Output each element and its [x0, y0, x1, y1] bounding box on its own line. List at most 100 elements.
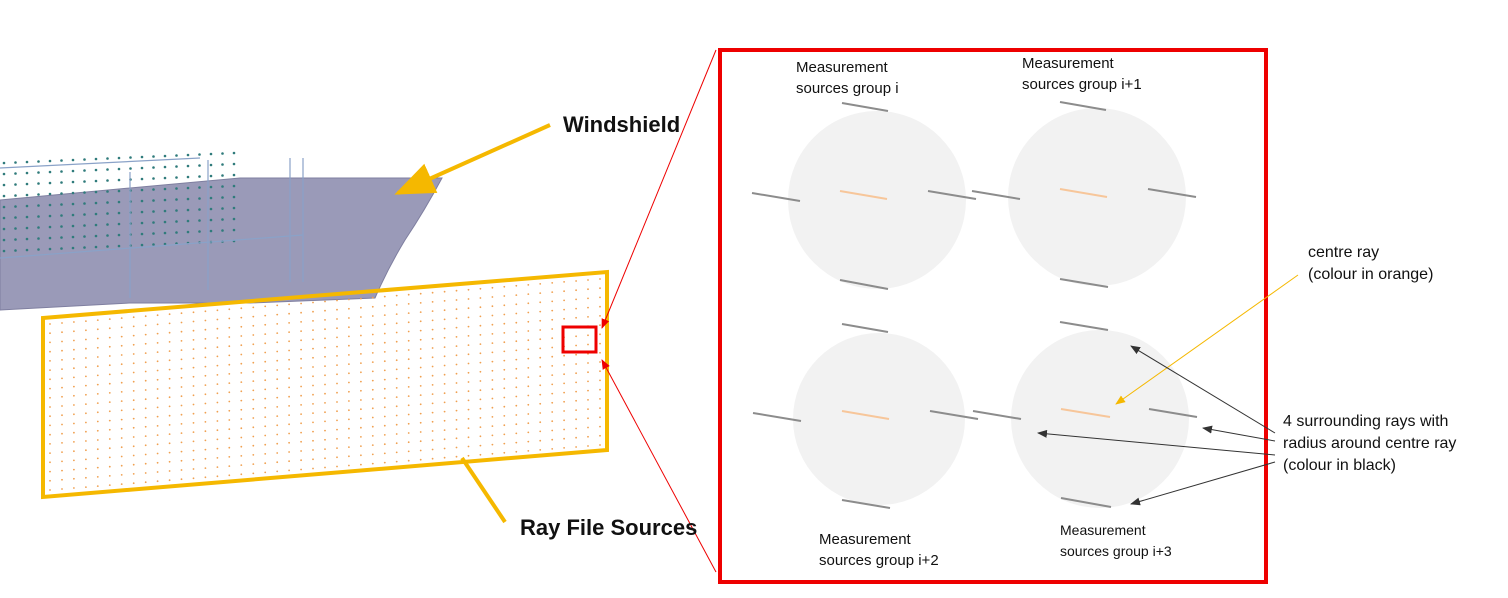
ray-source-dot: [479, 352, 482, 355]
ray-source-dot: [204, 338, 207, 340]
ray-source-dot: [252, 398, 255, 401]
ray-source-dot: [395, 423, 398, 426]
ray-source-dot: [455, 336, 458, 338]
ray-source-dot: [120, 354, 123, 356]
ray-source-dot: [539, 292, 542, 294]
ray-source-dot: [300, 450, 302, 452]
windshield-dot: [25, 215, 29, 219]
ray-source-dot: [599, 342, 601, 345]
ray-source-dot: [132, 482, 135, 485]
ray-source-dot: [300, 431, 302, 434]
ray-source-dot: [360, 371, 362, 374]
ray-source-dot: [599, 296, 601, 299]
ray-source-dot: [228, 419, 231, 421]
ray-source-dot: [264, 471, 267, 474]
ray-source-dot: [276, 304, 279, 307]
ray-source-dot: [216, 318, 219, 321]
ray-source-dot: [216, 309, 219, 312]
ray-source-dot: [252, 306, 255, 309]
windshield-dot: [71, 158, 75, 162]
ray-source-dot: [85, 403, 87, 405]
ray-source-dot: [491, 379, 494, 381]
ray-source-dot: [180, 367, 183, 370]
ray-source-dot: [383, 323, 386, 326]
centre-ray-label-line1: centre ray: [1308, 244, 1380, 261]
windshield-dot: [48, 159, 52, 163]
ray-source-dot: [563, 308, 565, 311]
ray-source-dot: [61, 478, 63, 481]
windshield-dot: [14, 216, 17, 219]
ray-source-dot: [252, 407, 255, 410]
ray-source-dot: [85, 320, 87, 322]
ray-source-dot: [587, 343, 589, 346]
ray-source-dot: [360, 306, 362, 309]
ray-source-dot: [264, 443, 267, 446]
ray-source-dot: [455, 419, 458, 421]
windshield-dot: [48, 192, 52, 196]
ray-source-dot: [300, 302, 302, 305]
ray-source-dot: [539, 421, 542, 424]
ray-source-dot: [216, 438, 219, 441]
ray-source-dot: [491, 443, 494, 446]
ray-source-dot: [144, 352, 147, 354]
group-i-label: Measurement sources group i: [796, 57, 899, 99]
ray-source-dot: [383, 397, 386, 399]
ray-source-dot: [443, 290, 446, 293]
surround-arrow-top: [1130, 345, 1276, 434]
ray-source-dot: [455, 345, 458, 347]
ray-source-dot: [587, 288, 589, 291]
ray-file-sources-label: Ray File Sources: [520, 515, 698, 540]
ray-source-dot: [539, 439, 542, 442]
ray-source-dot: [228, 391, 231, 394]
ray-source-dot: [216, 355, 219, 358]
ray-source-dot: [216, 401, 219, 404]
windshield-dot: [163, 187, 167, 191]
windshield-dot: [163, 242, 167, 246]
ray-source-dot: [264, 342, 267, 345]
ray-source-dot: [491, 406, 494, 409]
ray-source-dot: [527, 394, 530, 397]
ray-source-dot: [228, 373, 231, 375]
ray-source-dot: [348, 455, 350, 458]
ray-source-dot: [204, 476, 207, 479]
ray-source-dot: [527, 403, 530, 406]
ray-source-dot: [85, 467, 87, 470]
group-i1-label-line1: Measurement: [1022, 55, 1114, 72]
windshield-dot: [25, 193, 29, 197]
ray-source-dot: [348, 409, 350, 412]
ray-source-dot: [336, 327, 338, 330]
ray-source-dot: [120, 326, 123, 329]
ray-source-dot: [527, 284, 530, 286]
ray-source-dot: [288, 395, 290, 398]
ray-source-dot: [61, 331, 63, 334]
ray-source-dot: [336, 410, 338, 413]
ray-source-dot: [180, 432, 183, 434]
group-i3-label: Measurement sources group i+3: [1060, 520, 1172, 562]
ray-source-dot: [443, 456, 446, 459]
ray-source-dot: [491, 369, 494, 372]
windshield-dot: [129, 167, 132, 170]
ray-source-dot: [312, 301, 314, 304]
ray-source-dot: [587, 306, 589, 309]
ray-source-dot: [300, 459, 302, 462]
ray-source-dot: [61, 414, 63, 417]
ray-source-dot: [383, 304, 386, 307]
ray-source-dot: [300, 348, 302, 351]
windshield-dot: [186, 175, 190, 179]
ray-source-dot: [575, 307, 577, 310]
ray-source-dot: [168, 377, 171, 380]
ray-source-dot: [539, 356, 542, 359]
windshield-dot: [117, 233, 121, 237]
ray-source-dot: [599, 361, 601, 363]
ray-source-dot: [551, 392, 554, 395]
ray-source-dot: [312, 449, 314, 451]
ray-source-dot: [120, 483, 123, 485]
ray-source-dot: [563, 419, 565, 422]
ray-source-dot: [551, 383, 554, 386]
ray-source-dot: [467, 427, 470, 429]
windshield-dot: [71, 213, 75, 217]
zoom-connector-bottom: [601, 359, 717, 573]
ray-source-dot: [216, 327, 219, 330]
ray-source-dot: [180, 340, 183, 342]
ray-source-dot: [192, 431, 195, 433]
